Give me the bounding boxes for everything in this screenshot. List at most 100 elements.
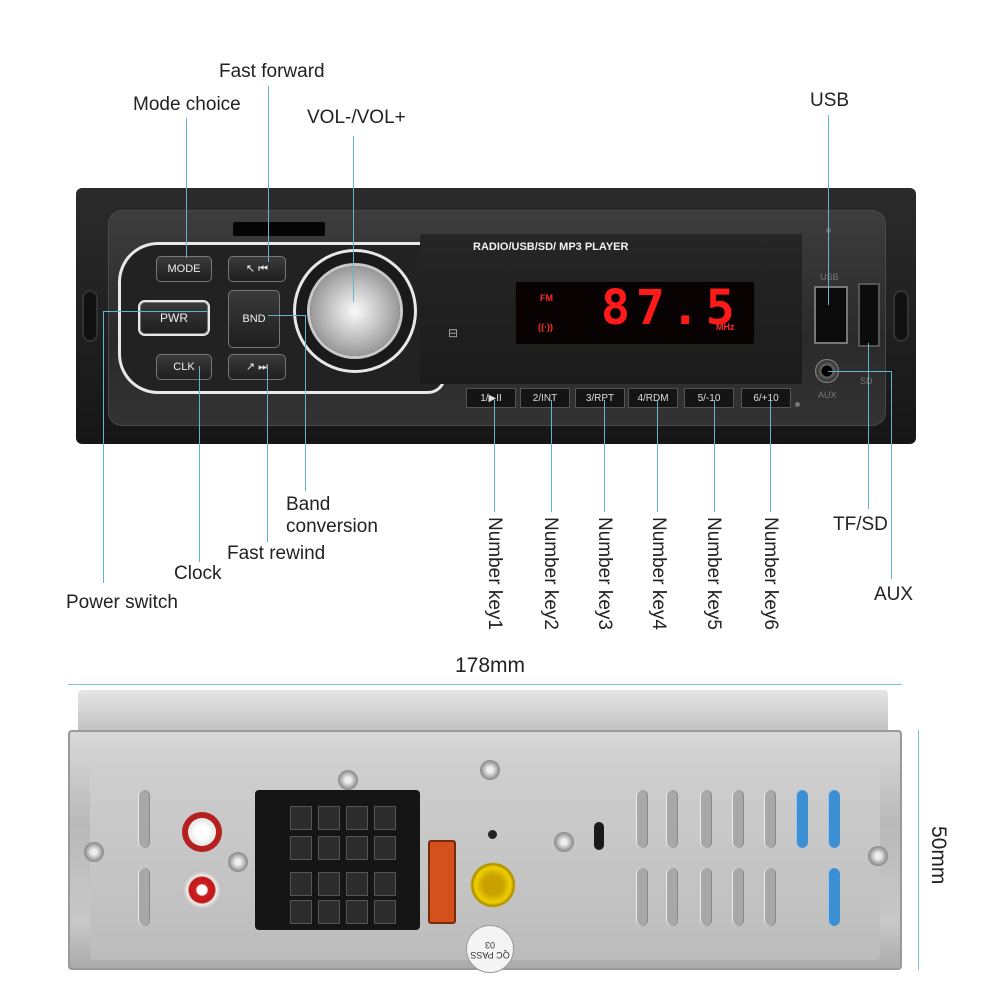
number-key-6-label: Number key6 xyxy=(760,517,781,630)
top-slot xyxy=(233,222,325,236)
screw-middle xyxy=(554,832,574,852)
iso-pin xyxy=(346,806,368,830)
leader-mode xyxy=(186,118,187,258)
rear-top-cover xyxy=(78,690,888,736)
screw-top-1 xyxy=(338,770,358,790)
antenna-socket[interactable] xyxy=(470,862,516,908)
number-key-4-label: Number key4 xyxy=(648,517,669,630)
vent xyxy=(700,868,712,926)
ground-screw xyxy=(228,852,248,872)
vent xyxy=(636,868,648,926)
rca-jack-top[interactable] xyxy=(182,812,222,852)
iso-pin xyxy=(374,900,396,924)
width-dimension: 178mm xyxy=(455,654,526,677)
leader-key5 xyxy=(714,400,715,512)
fast-forward-button[interactable]: ↖ ⏮ xyxy=(228,256,286,282)
vent xyxy=(138,790,150,848)
sd-port-label: SD xyxy=(860,376,873,386)
number-key-6[interactable]: 6/+10 xyxy=(741,388,791,408)
vent xyxy=(666,790,678,848)
aux-port-label: AUX xyxy=(818,390,837,400)
left-mount-clip xyxy=(82,290,98,342)
vent xyxy=(732,868,744,926)
leader-band-v xyxy=(305,315,306,491)
leader-rewind xyxy=(267,366,268,542)
leader-usb xyxy=(828,115,829,305)
leader-sd xyxy=(868,343,869,509)
frequency-unit: MHz xyxy=(716,322,735,332)
leader-key4 xyxy=(657,400,658,512)
aux-label: AUX xyxy=(874,584,914,605)
band-button[interactable]: BND xyxy=(228,290,280,348)
panel-title: RADIO/USB/SD/ MP3 PLAYER xyxy=(473,241,629,253)
volume-knob[interactable] xyxy=(310,266,400,356)
sd-card-slot[interactable] xyxy=(858,283,880,347)
leader-volume xyxy=(353,136,354,302)
vent xyxy=(700,790,712,848)
number-key-3[interactable]: 3/RPT xyxy=(575,388,625,408)
number-key-3-label: Number key3 xyxy=(594,517,615,630)
right-mount-clip xyxy=(893,290,909,342)
band-conversion-label-1: Band xyxy=(286,494,331,515)
volume-label: VOL-/VOL+ xyxy=(307,107,406,128)
number-key-2[interactable]: 2/INT xyxy=(520,388,570,408)
leader-clock xyxy=(199,366,200,562)
leader-aux-h xyxy=(828,371,892,372)
leader-key1 xyxy=(494,400,495,512)
leader-aux-v xyxy=(891,371,892,579)
band-indicator: FM xyxy=(540,293,553,303)
vent xyxy=(764,790,776,848)
mount-slot xyxy=(594,822,604,850)
usb-port[interactable] xyxy=(814,286,848,344)
band-conversion-label-2: conversion xyxy=(286,516,378,537)
iso-pin xyxy=(374,836,396,860)
vent-blue xyxy=(828,868,840,926)
iso-pin xyxy=(346,872,368,896)
height-dimension-line xyxy=(918,730,919,970)
qc-pass-sticker: QC PASS 03 xyxy=(466,925,514,973)
screw-top-2 xyxy=(480,760,500,780)
iso-pin xyxy=(346,900,368,924)
rca-jack-bottom[interactable] xyxy=(182,870,222,910)
iso-pin xyxy=(346,836,368,860)
fuse xyxy=(428,840,456,924)
mode-button[interactable]: MODE xyxy=(156,256,212,282)
leader-fast-forward xyxy=(268,86,269,262)
iso-pin xyxy=(318,872,340,896)
ir-receiver-icon: ⊟ xyxy=(448,326,459,340)
iso-pin xyxy=(318,836,340,860)
number-key-1[interactable]: 1/▶II xyxy=(466,388,516,408)
number-key-5[interactable]: 5/-10 xyxy=(684,388,734,408)
leader-key3 xyxy=(604,400,605,512)
vent-blue xyxy=(796,790,808,848)
vent xyxy=(636,790,648,848)
mic-dot xyxy=(795,402,800,407)
tf-sd-label: TF/SD xyxy=(833,514,888,535)
vent xyxy=(732,790,744,848)
fast-rewind-label: Fast rewind xyxy=(227,543,326,564)
frequency-readout: 87.5 xyxy=(601,280,741,336)
number-key-4[interactable]: 4/RDM xyxy=(628,388,678,408)
leader-power-h xyxy=(103,311,207,312)
number-key-5-label: Number key5 xyxy=(703,517,724,630)
fast-forward-label: Fast forward xyxy=(219,61,325,82)
mode-choice-label: Mode choice xyxy=(133,94,241,115)
lcd-display xyxy=(515,281,755,345)
iso-pin xyxy=(374,872,396,896)
usb-port-label: USB xyxy=(820,272,839,282)
iso-pin xyxy=(290,836,312,860)
width-dimension-line xyxy=(68,684,902,685)
power-button[interactable]: PWR xyxy=(140,302,208,334)
iso-pin xyxy=(318,900,340,924)
iso-pin xyxy=(290,900,312,924)
clock-label: Clock xyxy=(174,563,222,584)
iso-pin xyxy=(318,806,340,830)
screw-right xyxy=(868,846,888,866)
power-switch-label: Power switch xyxy=(66,592,178,613)
leader-power-v xyxy=(103,311,104,583)
fast-rewind-button[interactable]: ↗ ⏭ xyxy=(228,354,286,380)
vent-blue xyxy=(828,790,840,848)
iso-pin xyxy=(290,872,312,896)
clock-button[interactable]: CLK xyxy=(156,354,212,380)
usb-label: USB xyxy=(810,90,850,111)
